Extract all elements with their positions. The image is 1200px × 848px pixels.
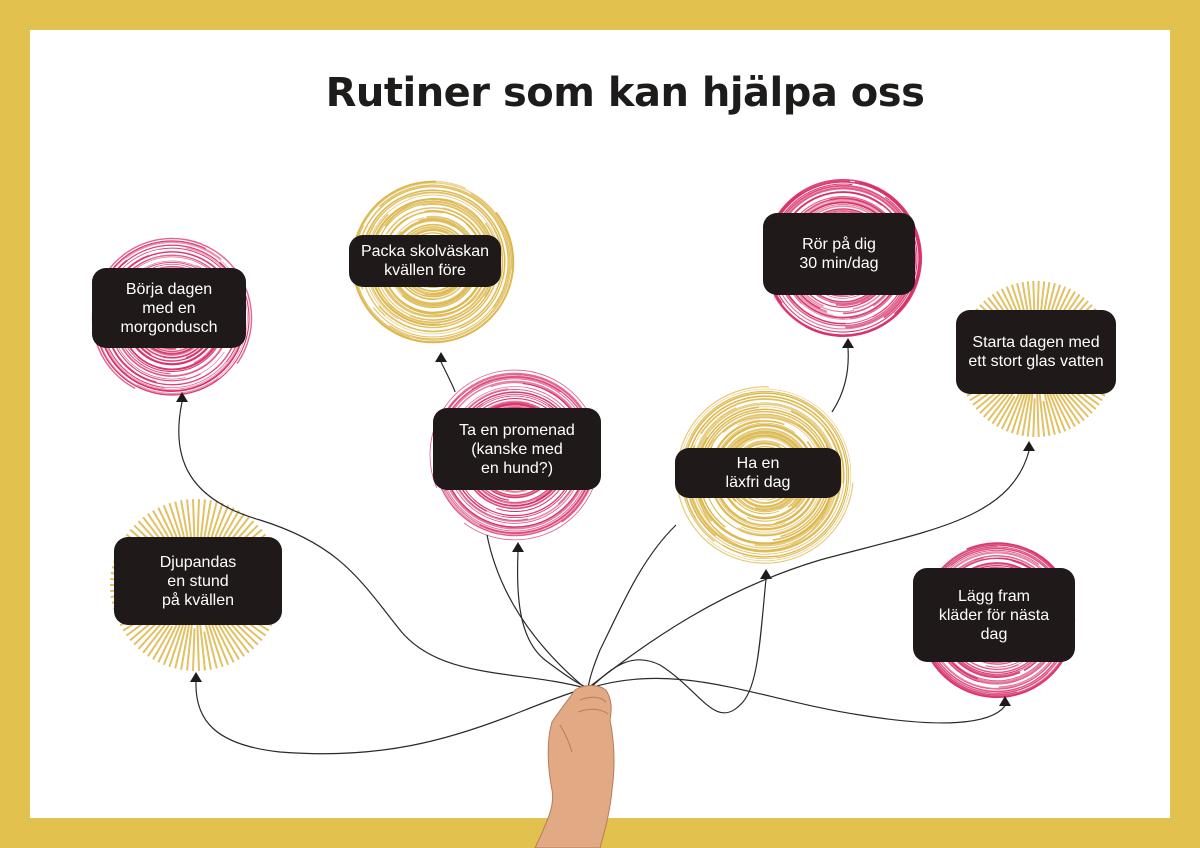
balloon-label-starta-dagen: Starta dagen med ett stort glas vatten (956, 310, 1116, 394)
balloon-string (516, 551, 589, 689)
balloon-label-packa-skolvaskan: Packa skolväskan kvällen före (349, 235, 501, 287)
balloon-string (195, 681, 587, 755)
balloon-label-borja-dagen: Börja dagen med en morgondusch (92, 268, 246, 348)
balloon-string (587, 450, 1030, 689)
hand-icon (534, 685, 615, 848)
balloon-knot-icon (999, 696, 1011, 706)
balloon-knot-icon (842, 338, 854, 348)
balloon-knot-icon (760, 569, 772, 579)
balloon-label-ta-en-promenad: Ta en promenad (kanske med en hund?) (433, 408, 601, 490)
balloon-string (589, 578, 767, 714)
balloon-string (589, 677, 1006, 724)
balloon-knot-icon (176, 392, 188, 402)
balloon-knot-icon (190, 672, 202, 682)
balloon-label-djupandas: Djupandas en stund på kvällen (114, 537, 282, 625)
balloon-knot-icon (435, 352, 447, 362)
balloon-label-ha-en-laxfri-dag: Ha en läxfri dag (675, 448, 841, 498)
balloon-string (587, 524, 677, 689)
balloon-label-lagg-fram-klader: Lägg fram kläder för nästa dag (913, 568, 1075, 662)
balloon-knot-icon (1023, 441, 1035, 451)
page-title: Rutiner som kan hjälpa oss (325, 70, 925, 116)
balloon-knot-icon (512, 542, 524, 552)
balloon-string (178, 401, 586, 689)
balloon-string (486, 534, 586, 689)
balloon-string (440, 361, 456, 393)
balloon-label-ror-pa-dig: Rör på dig 30 min/dag (763, 213, 915, 295)
balloon-string (831, 347, 849, 413)
